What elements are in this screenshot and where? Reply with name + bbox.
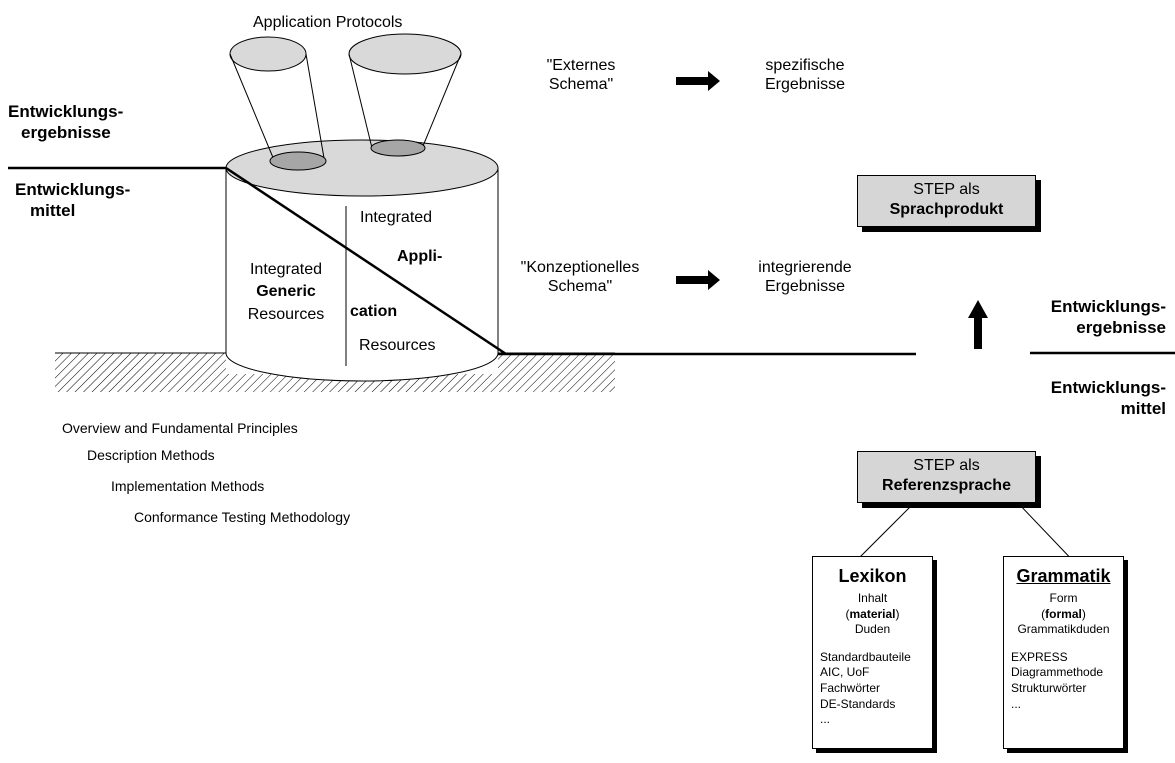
lexikon-list-item: DE-Standards — [820, 696, 896, 711]
product-box-line2: Sprachprodukt — [889, 201, 1004, 218]
parts-list-item: Conformance Testing Methodology — [134, 509, 351, 525]
reference-box-line2: Referenzsprache — [882, 477, 1011, 494]
right-results-line2: ergebnisse — [1076, 318, 1166, 338]
lexikon-title: Lexikon — [838, 566, 907, 586]
grammatik-list: EXPRESS Diagrammethode Strukturwörter ..… — [1011, 650, 1123, 712]
integrating-results-label: integrierende Ergebnisse — [735, 258, 875, 296]
cone-right-top — [348, 33, 462, 75]
arrow-up — [968, 300, 988, 349]
conceptual-schema-line1: "Konzeptionelles — [520, 259, 640, 276]
lexikon-list: Standardbauteile AIC, UoF Fachwörter DE-… — [820, 650, 932, 728]
lexikon-list-item: Fachwörter — [820, 680, 881, 695]
grammatik-list-item: Diagrammethode — [1011, 665, 1104, 680]
generic-line1: Integrated — [249, 261, 323, 278]
specific-results-line1: spezifische — [765, 57, 845, 74]
arrow-right-1 — [676, 71, 720, 91]
arrow-right-2 — [676, 270, 720, 290]
grammatik-sub1: Form — [1049, 591, 1078, 605]
cone-left-disc — [269, 151, 327, 171]
lexikon-sub1: Inhalt — [857, 591, 888, 605]
grammatik-paren-close: ) — [1081, 606, 1086, 621]
external-schema-label: "Externes Schema" — [516, 56, 646, 94]
parts-list-item: Description Methods — [87, 447, 215, 463]
generic-line3: Resources — [247, 305, 325, 323]
external-schema-line1: "Externes — [546, 57, 616, 74]
application-protocols-label: Application Protocols — [253, 14, 403, 31]
right-means-label: Entwicklungs- mittel — [1027, 377, 1166, 420]
grammatik-list-item: Strukturwörter — [1011, 680, 1087, 695]
lexikon-sub2: (material) — [813, 607, 932, 623]
lexikon-list-item: Standardbauteile — [820, 649, 911, 664]
grammatik-list-item: ... — [1011, 696, 1022, 711]
grammatik-sub2: (formal) — [1004, 607, 1123, 623]
grammatik-page: Grammatik Form (formal) Grammatikduden E… — [1003, 556, 1124, 749]
application-line3: cation — [350, 303, 398, 320]
integrating-results-line1: integrierende — [758, 259, 852, 276]
application-line1: Integrated — [360, 209, 433, 226]
right-results-label: Entwicklungs- ergebnisse — [1027, 296, 1166, 339]
cone-right-disc — [370, 139, 426, 157]
conceptual-schema-label: "Konzeptionelles Schema" — [500, 258, 660, 296]
left-means-line1: Entwicklungs- — [15, 180, 131, 199]
left-means-line2: mittel — [30, 201, 76, 221]
parts-list-item: Overview and Fundamental Principles — [62, 420, 298, 436]
left-results-line1: Entwicklungs- — [8, 102, 124, 121]
tree-line-left — [850, 501, 916, 567]
generic-line2: Generic — [256, 283, 316, 301]
conceptual-schema-line2: Schema" — [547, 278, 613, 296]
grammatik-sub3: Grammatikduden — [1017, 622, 1110, 637]
lexikon-sub3: Duden — [854, 622, 891, 637]
lexikon-paren-open: ( — [845, 606, 850, 621]
lexikon-paren-close: ) — [895, 606, 900, 621]
lexikon-subtitle: Inhalt (material) Duden — [813, 591, 932, 638]
left-means-label: Entwicklungs- mittel — [15, 179, 130, 222]
application-line4: Resources — [359, 337, 436, 354]
step-referenzsprache-box: STEP als Referenzsprache — [857, 451, 1036, 503]
cone-left-top — [229, 36, 307, 72]
cylinder-top — [225, 139, 499, 197]
grammatik-title: Grammatik — [1016, 566, 1111, 586]
right-results-line1: Entwicklungs- — [1050, 297, 1166, 316]
grammatik-subtitle: Form (formal) Grammatikduden — [1004, 591, 1123, 638]
specific-results-label: spezifische Ergebnisse — [740, 56, 870, 94]
right-means-line1: Entwicklungs- — [1050, 378, 1166, 397]
lexikon-list-item: ... — [820, 712, 831, 727]
grammatik-list-item: EXPRESS — [1011, 649, 1068, 664]
tree-line-right — [1016, 501, 1079, 567]
grammatik-sub2-bold: formal — [1045, 606, 1082, 621]
grammatik-paren-open: ( — [1041, 606, 1046, 621]
reference-box-line1: STEP als — [913, 457, 980, 474]
specific-results-line2: Ergebnisse — [764, 76, 846, 94]
lexikon-page: Lexikon Inhalt (material) Duden Standard… — [812, 556, 933, 749]
application-line2: Appli- — [397, 248, 443, 265]
integrating-results-line2: Ergebnisse — [764, 278, 846, 296]
diagonal-line — [225, 166, 507, 356]
left-results-label: Entwicklungs- ergebnisse — [8, 101, 123, 144]
left-results-line2: ergebnisse — [21, 123, 111, 143]
generic-resources-label: Integrated Generic Resources — [230, 259, 342, 326]
external-schema-line2: Schema" — [548, 76, 614, 94]
lexikon-sub2-bold: material — [849, 606, 896, 621]
right-means-line2: mittel — [1120, 399, 1166, 419]
product-box-line1: STEP als — [913, 181, 980, 198]
lexikon-list-item: AIC, UoF — [820, 665, 870, 680]
cylinder-body — [225, 167, 499, 382]
step-sprachprodukt-box: STEP als Sprachprodukt — [857, 175, 1036, 227]
parts-list-item: Implementation Methods — [111, 478, 265, 494]
